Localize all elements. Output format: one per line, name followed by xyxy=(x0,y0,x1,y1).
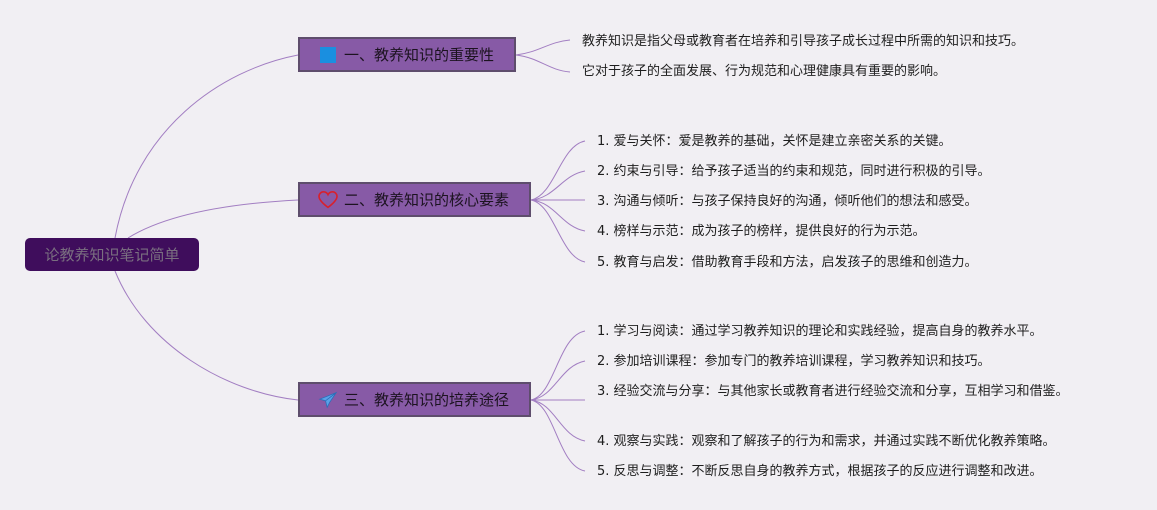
connector-branch-3-leaf-2 xyxy=(530,360,586,401)
leaf-topic-label: 5. 反思与调整：不断反思自身的教养方式，根据孩子的反应进行调整和改进。 xyxy=(597,464,1043,479)
connector-branch-2-leaf-4 xyxy=(530,199,586,232)
leaf-topic[interactable]: 它对于孩子的全面发展、行为规范和心理健康具有重要的影响。 xyxy=(582,62,946,81)
leaf-topic-label: 4. 榜样与示范：成为孩子的榜样，提供良好的行为示范。 xyxy=(597,224,926,239)
leaf-topic[interactable]: 2. 约束与引导：给予孩子适当的约束和规范，同时进行积极的引导。 xyxy=(597,162,991,181)
leaf-topic[interactable]: 4. 观察与实践：观察和了解孩子的行为和需求，并通过实践不断优化教养策略。 xyxy=(597,432,1056,451)
root-topic[interactable]: 论教养知识笔记简单 xyxy=(25,238,199,271)
leaf-topic-label: 它对于孩子的全面发展、行为规范和心理健康具有重要的影响。 xyxy=(582,64,947,79)
leaf-topic-label: 教养知识是指父母或教育者在培养和引导孩子成长过程中所需的知识和技巧。 xyxy=(582,34,1025,49)
branch-topic-label: 一、教养知识的重要性 xyxy=(344,46,495,64)
branch-topic-cultivation-paths[interactable]: 三、教养知识的培养途径 xyxy=(298,382,531,417)
connector-root-branch-1 xyxy=(114,54,299,239)
connector-branch-2-leaf-1 xyxy=(530,140,586,201)
connector-branch-1-leaf-1 xyxy=(515,39,571,56)
paper-plane-icon xyxy=(318,390,338,410)
leaf-topic[interactable]: 5. 教育与启发：借助教育手段和方法，启发孩子的思维和创造力。 xyxy=(597,253,978,272)
connector-branch-2-leaf-2 xyxy=(530,170,586,201)
leaf-topic-label: 1. 学习与阅读：通过学习教养知识的理论和实践经验，提高自身的教养水平。 xyxy=(597,324,1043,339)
leaf-topic[interactable]: 3. 沟通与倾听：与孩子保持良好的沟通，倾听他们的想法和感受。 xyxy=(597,192,978,211)
leaf-topic[interactable]: 2. 参加培训课程：参加专门的教养培训课程，学习教养知识和技巧。 xyxy=(597,352,991,371)
connector-branch-3-leaf-1 xyxy=(530,330,586,401)
branch-topic-label: 三、教养知识的培养途径 xyxy=(344,391,510,409)
root-topic-label: 论教养知识笔记简单 xyxy=(44,246,180,264)
leaf-topic-label: 4. 观察与实践：观察和了解孩子的行为和需求，并通过实践不断优化教养策略。 xyxy=(597,434,1056,449)
leaf-topic[interactable]: 5. 反思与调整：不断反思自身的教养方式，根据孩子的反应进行调整和改进。 xyxy=(597,462,1043,481)
leaf-topic[interactable]: 1. 爱与关怀：爱是教养的基础，关怀是建立亲密关系的关键。 xyxy=(597,132,952,151)
leaf-topic-label: 2. 约束与引导：给予孩子适当的约束和规范，同时进行积极的引导。 xyxy=(597,164,991,179)
connector-root-branch-3 xyxy=(114,270,299,401)
leaf-topic-label: 3. 经验交流与分享：与其他家长或教育者进行经验交流和分享，互相学习和借鉴。 xyxy=(597,384,1069,399)
branch-topic-core-elements[interactable]: 二、教养知识的核心要素 xyxy=(298,182,531,217)
leaf-topic-label: 1. 爱与关怀：爱是教养的基础，关怀是建立亲密关系的关键。 xyxy=(597,134,952,149)
blue-square-icon xyxy=(318,45,338,65)
leaf-topic[interactable]: 4. 榜样与示范：成为孩子的榜样，提供良好的行为示范。 xyxy=(597,222,926,241)
connector-branch-1-leaf-2 xyxy=(515,54,571,73)
connector-branch-2-leaf-5 xyxy=(530,199,586,263)
leaf-topic-label: 5. 教育与启发：借助教育手段和方法，启发孩子的思维和创造力。 xyxy=(597,255,978,270)
leaf-topic-label: 2. 参加培训课程：参加专门的教养培训课程，学习教养知识和技巧。 xyxy=(597,354,991,369)
leaf-topic[interactable]: 1. 学习与阅读：通过学习教养知识的理论和实践经验，提高自身的教养水平。 xyxy=(597,322,1043,341)
heart-icon xyxy=(318,190,338,210)
leaf-topic-label: 3. 沟通与倾听：与孩子保持良好的沟通，倾听他们的想法和感受。 xyxy=(597,194,978,209)
branch-topic-label: 二、教养知识的核心要素 xyxy=(344,191,510,209)
connector-root-branch-2 xyxy=(127,199,299,239)
leaf-topic[interactable]: 教养知识是指父母或教育者在培养和引导孩子成长过程中所需的知识和技巧。 xyxy=(582,32,1024,51)
connector-branch-3-leaf-5 xyxy=(530,399,586,472)
branch-topic-importance[interactable]: 一、教养知识的重要性 xyxy=(298,37,516,72)
connector-branch-3-leaf-4 xyxy=(530,399,586,442)
leaf-topic[interactable]: 3. 经验交流与分享：与其他家长或教育者进行经验交流和分享，互相学习和借鉴。 xyxy=(597,382,1087,401)
